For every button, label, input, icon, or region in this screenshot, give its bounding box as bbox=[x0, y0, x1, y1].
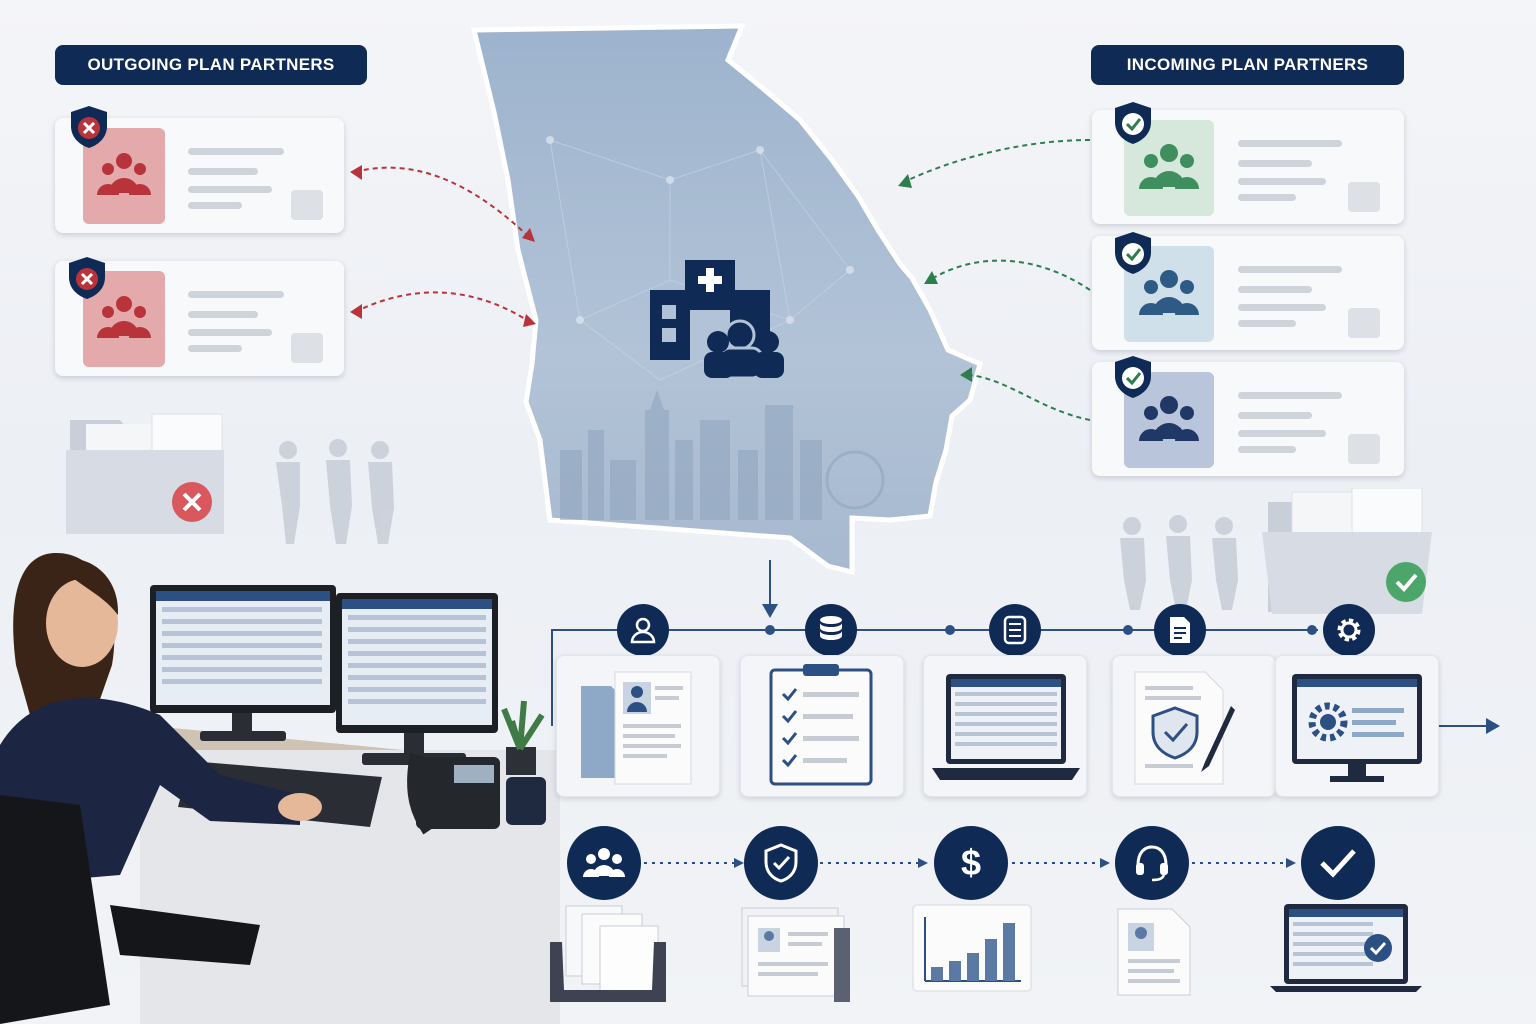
workflow-card-member-file[interactable] bbox=[556, 655, 720, 797]
workflow-card-checklist[interactable] bbox=[740, 655, 904, 797]
id-cards-icon bbox=[741, 907, 850, 1002]
state-map bbox=[470, 23, 983, 576]
open-folder-check-icon bbox=[1262, 488, 1432, 614]
incoming-arrows bbox=[898, 139, 1091, 421]
workflow-card-laptop-table[interactable] bbox=[923, 655, 1087, 797]
shield-x-icon bbox=[69, 257, 105, 299]
people-silhouettes-left bbox=[276, 439, 394, 544]
laptop-approved-icon bbox=[1270, 904, 1422, 992]
shield-x-icon bbox=[71, 106, 107, 148]
shield-check-icon bbox=[1115, 356, 1151, 398]
database-icon bbox=[989, 604, 1041, 656]
member-file-icon bbox=[581, 671, 692, 785]
settings-monitor-icon bbox=[1292, 674, 1422, 782]
outgoing-plan-partners-header: OUTGOING PLAN PARTNERS bbox=[55, 45, 367, 85]
signed-document-icon bbox=[1134, 671, 1235, 785]
shield-check-icon bbox=[1115, 102, 1151, 144]
outgoing-partner-card-2[interactable] bbox=[55, 261, 344, 376]
outgoing-arrows bbox=[350, 165, 536, 327]
shield-check-icon bbox=[1115, 232, 1151, 274]
incoming-plan-partners-header: INCOMING PLAN PARTNERS bbox=[1091, 45, 1404, 85]
document-icon bbox=[1154, 604, 1206, 656]
workflow-card-settings-monitor[interactable] bbox=[1275, 655, 1439, 797]
user-icon bbox=[617, 604, 669, 656]
shield-check-icon bbox=[744, 826, 818, 900]
people-silhouettes-right bbox=[1120, 515, 1238, 610]
checklist-clipboard-icon bbox=[769, 664, 873, 786]
workflow-card-signed-document[interactable] bbox=[1112, 655, 1276, 797]
people-group-icon bbox=[567, 826, 641, 900]
checkmark-icon bbox=[1301, 826, 1375, 900]
headset-icon bbox=[1115, 826, 1189, 900]
file-tray-icon bbox=[550, 905, 666, 1002]
profile-document-icon bbox=[1117, 908, 1191, 996]
gear-icon bbox=[1323, 604, 1375, 656]
bar-chart-icon bbox=[912, 904, 1032, 992]
dollar-sign: $ bbox=[960, 842, 982, 883]
outgoing-partner-card-1[interactable] bbox=[55, 118, 344, 233]
office-worker-scene bbox=[0, 552, 560, 1024]
process-connector bbox=[644, 858, 1296, 868]
closed-folder-icon bbox=[66, 413, 224, 534]
dollar-icon: $ bbox=[934, 826, 1008, 900]
workflow-connector bbox=[551, 560, 1500, 734]
hospital-people-icon bbox=[650, 260, 784, 380]
laptop-table-icon bbox=[932, 674, 1080, 780]
database-icon bbox=[805, 604, 857, 656]
